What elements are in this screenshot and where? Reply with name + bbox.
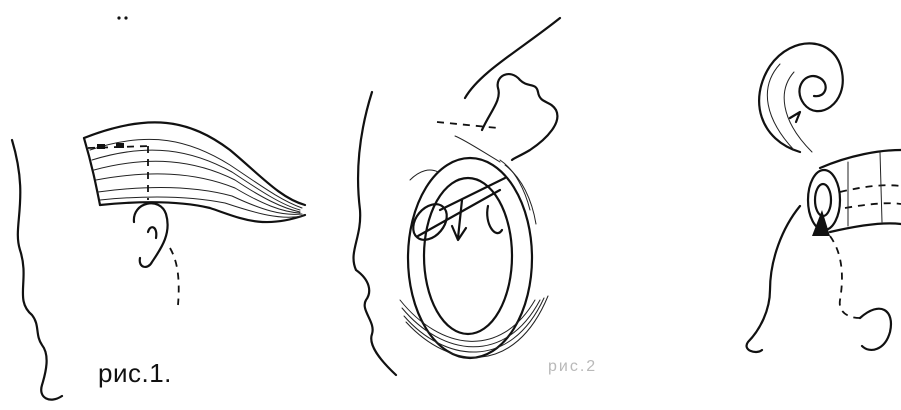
ear-1 (134, 203, 168, 267)
guide-dashed-2 (437, 122, 498, 128)
curl-arrow-3 (790, 112, 800, 122)
face-profile-1 (12, 140, 62, 400)
head-dashed-3 (830, 236, 860, 318)
roll-band-dashed-3 (840, 185, 901, 208)
parting-dot-1 (97, 144, 105, 149)
roll-band-top-3 (820, 150, 901, 168)
hand-2 (465, 18, 560, 160)
ear-inner-1 (148, 227, 156, 238)
figure-2-drawing (354, 18, 560, 375)
parting-dot-2 (116, 143, 124, 148)
figure-1-drawing (12, 16, 305, 399)
head-outline-3 (747, 206, 800, 352)
ink-dot (117, 16, 120, 19)
ink-dot (124, 16, 127, 19)
face-profile-2 (354, 92, 396, 375)
curl-lines-3 (767, 64, 812, 152)
head-back-dashed-1 (170, 248, 179, 305)
ear-3 (860, 309, 891, 350)
arrow-2 (452, 200, 466, 240)
roll-end-inner-3 (815, 184, 831, 216)
figure-3-drawing (747, 43, 901, 352)
pin-2 (487, 206, 502, 233)
roll-band-bottom-3 (830, 223, 901, 232)
figure-2-caption: рис.2 (548, 358, 597, 376)
curl-spiral-3 (759, 43, 843, 152)
roller-2 (406, 198, 453, 247)
figure-1-caption: рис.1. (98, 358, 172, 389)
bun-inner-2 (424, 178, 512, 334)
bun-2 (408, 158, 532, 358)
